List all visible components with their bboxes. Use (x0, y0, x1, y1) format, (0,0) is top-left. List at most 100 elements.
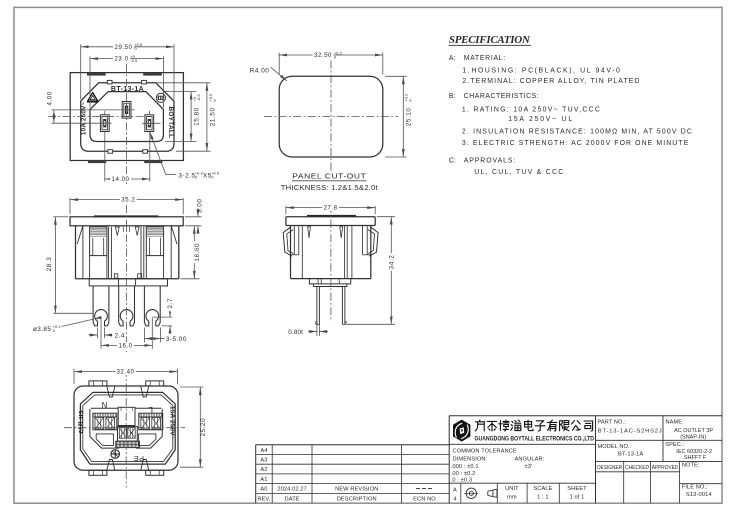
svg-text:C:: C: (449, 158, 456, 165)
svg-text:SCALE: SCALE (533, 486, 552, 492)
svg-text:1 of 1: 1 of 1 (570, 495, 585, 501)
svg-text:X5: X5 (203, 172, 212, 179)
svg-text:-0.5: -0.5 (130, 58, 138, 63)
svg-text:23.0: 23.0 (114, 56, 128, 63)
svg-text:B:: B: (449, 93, 456, 100)
svg-text:27.8: 27.8 (324, 205, 338, 212)
svg-text:+0: +0 (192, 96, 197, 101)
svg-text:S13-0014: S13-0014 (686, 492, 713, 498)
svg-text:SHEET: SHEET (567, 486, 587, 492)
svg-text:1. RATING: 10A 250V~ TUV,C: 1. RATING: 10A 250V~ TUV,CCC (462, 106, 600, 113)
svg-text:25.20: 25.20 (200, 418, 207, 437)
svg-text:mm: mm (507, 495, 517, 501)
svg-text:15A 250V~: 15A 250V~ (168, 406, 175, 440)
svg-text:+0: +0 (130, 54, 135, 59)
svg-text:A0: A0 (260, 487, 267, 493)
svg-text:BT-13-1AC-S2HS2J: BT-13-1AC-S2HS2J (598, 429, 662, 435)
svg-text:CHECKED: CHECKED (625, 465, 649, 471)
svg-text:REV.: REV. (257, 496, 270, 502)
svg-text:0: 0 (53, 328, 56, 333)
svg-text:DESCRIPTION: DESCRIPTION (337, 496, 377, 502)
svg-text:16.0: 16.0 (119, 343, 133, 350)
svg-text:15.80: 15.80 (194, 107, 201, 126)
svg-text:3. ELECTRIC STRENGTH: AC 2: 3. ELECTRIC STRENGTH: AC 2000V FOR ONE M… (462, 140, 689, 147)
svg-text:28.3: 28.3 (46, 257, 53, 272)
svg-text:32.50: 32.50 (314, 52, 332, 59)
svg-text:3-5.00: 3-5.00 (166, 336, 187, 343)
svg-text:A: A (453, 488, 457, 494)
svg-text:+0.5: +0.5 (134, 42, 143, 47)
svg-text:A2: A2 (260, 467, 267, 473)
svg-text:0: 0 (334, 54, 337, 59)
svg-text:3-2.5: 3-2.5 (178, 172, 195, 179)
svg-text:14.00: 14.00 (112, 176, 130, 183)
svg-text:BOYTALL: BOYTALL (167, 106, 174, 138)
svg-text:32.40: 32.40 (117, 369, 135, 376)
svg-text:+0.3: +0.3 (195, 171, 204, 176)
svg-text:GUANGDONG BOYTALL ELECTRONICS: GUANGDONG BOYTALL ELECTRONICS CO.,LTD (475, 435, 595, 442)
svg-text:18.60: 18.60 (194, 243, 201, 262)
svg-text:2.7: 2.7 (167, 298, 174, 309)
svg-text:4.00: 4.00 (47, 91, 54, 106)
svg-text:+0.5: +0.5 (208, 93, 213, 102)
svg-text:+0.2: +0.2 (334, 50, 343, 55)
svg-text:ANGULAR:: ANGULAR: (515, 456, 545, 462)
svg-text:A4: A4 (260, 448, 267, 454)
svg-text:L: L (148, 405, 153, 414)
svg-text:PANEL CUT-OUT: PANEL CUT-OUT (292, 172, 366, 181)
svg-text:2.TERMINAL: COPPER ALLOY, T: 2.TERMINAL: COPPER ALLOY, TIN PLATED (462, 78, 639, 85)
svg-text:COMMON TOLERANCE: COMMON TOLERANCE (453, 449, 517, 455)
svg-text:(SNAP-IN): (SNAP-IN) (680, 435, 706, 441)
svg-text:FILE NO.:: FILE NO.: (682, 484, 708, 490)
svg-text:NOTE:: NOTE: (682, 463, 700, 469)
svg-text:21.50: 21.50 (209, 107, 216, 126)
svg-text:0: 0 (195, 175, 198, 180)
svg-text:0: 0 (408, 99, 413, 102)
svg-text:2. INSULATION RESISTANCE: 1: 2. INSULATION RESISTANCE: 100MΩ MIN, AT … (462, 129, 692, 136)
svg-text:IEC 60320-2-2: IEC 60320-2-2 (676, 449, 712, 455)
svg-text:25.10: 25.10 (405, 108, 412, 127)
svg-text:1.HOUSING: PC(BLACK), UL 94: 1.HOUSING: PC(BLACK), UL 94V-0 (462, 67, 620, 74)
svg-text:NEW REVISION: NEW REVISION (335, 487, 378, 493)
svg-text:THICKNESS: 1.2&1.5&2.0t: THICKNESS: 1.2&1.5&2.0t (281, 183, 378, 192)
svg-text:0.80t: 0.80t (288, 329, 303, 336)
svg-text:PE: PE (134, 454, 144, 463)
svg-text:+0.1: +0.1 (53, 324, 62, 329)
svg-text:2.4: 2.4 (115, 333, 125, 340)
svg-text:.00 : ±0.2: .00 : ±0.2 (451, 471, 476, 477)
svg-text:4: 4 (453, 497, 456, 503)
svg-text:34.2: 34.2 (388, 255, 395, 270)
svg-text:0: 0 (134, 46, 137, 51)
svg-text:+0.5: +0.5 (211, 171, 220, 176)
svg-text:A:: A: (449, 55, 456, 62)
svg-text:15A 250V~ UL: 15A 250V~ UL (508, 116, 572, 123)
svg-text:±3': ±3' (525, 464, 533, 470)
svg-text:BT-13-1A: BT-13-1A (111, 86, 144, 93)
svg-text:NAME:: NAME: (666, 419, 685, 425)
svg-text:0: 0 (212, 99, 217, 102)
svg-text:N: N (101, 401, 107, 410)
svg-text:AC OUTLET 3P: AC OUTLET 3P (674, 428, 713, 434)
svg-text:.000 : ±0.1: .000 : ±0.1 (451, 464, 479, 470)
svg-text:DATE: DATE (285, 496, 300, 502)
svg-text:SPECIFICATION: SPECIFICATION (449, 34, 531, 46)
svg-text:UNIT: UNIT (505, 486, 519, 492)
svg-text:3.00: 3.00 (196, 198, 203, 213)
svg-text:PART NO.:: PART NO.: (598, 419, 627, 425)
svg-text:SHFFT F: SHFFT F (684, 455, 707, 461)
svg-text:R4.00: R4.00 (250, 68, 270, 75)
svg-text:BT-13-1A: BT-13-1A (618, 452, 643, 458)
svg-text:35.2: 35.2 (121, 197, 135, 204)
svg-text:-0.5: -0.5 (196, 94, 201, 102)
svg-text:1 : 1: 1 : 1 (537, 495, 549, 501)
svg-text:MODEL NO.:: MODEL NO.: (598, 444, 632, 450)
svg-text:DIMENSION:: DIMENSION: (453, 456, 488, 462)
svg-text:APPROVALS:: APPROVALS: (464, 158, 516, 165)
svg-text:CHARACTERISTICS:: CHARACTERISTICS: (464, 93, 539, 100)
svg-text:cULus: cULus (76, 410, 85, 434)
svg-text:2024.02.27: 2024.02.27 (277, 487, 306, 493)
svg-text:ECN NO.: ECN NO. (413, 496, 438, 502)
svg-text:10A 250V~: 10A 250V~ (81, 101, 88, 135)
svg-text:.0 : ±0.3: .0 : ±0.3 (451, 478, 472, 484)
svg-text:A1: A1 (260, 477, 267, 483)
